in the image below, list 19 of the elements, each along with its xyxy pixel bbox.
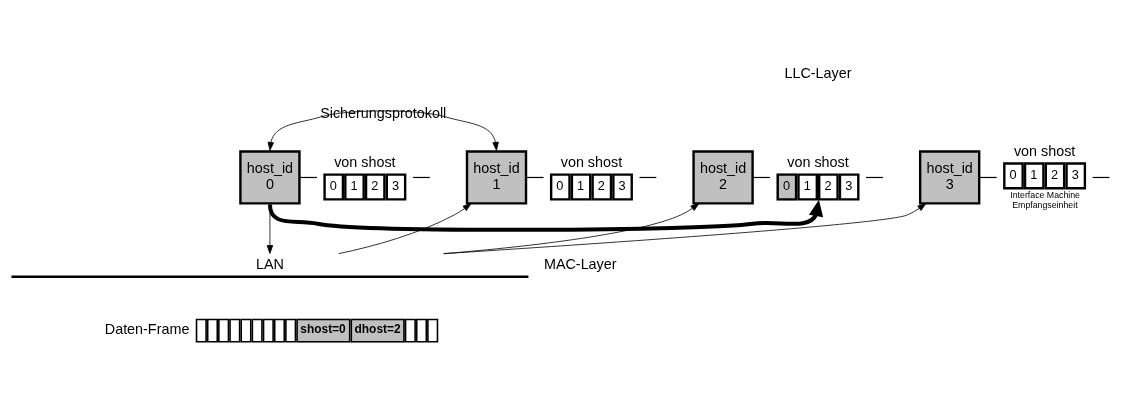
arrow: [338, 202, 472, 254]
node-text: LAN: [255, 255, 284, 272]
node-label: von shost: [334, 153, 396, 170]
node-label: Interface Machine Empfangseinheit: [1010, 189, 1080, 210]
edge-label: Sicherungsprotokoll: [320, 104, 447, 121]
arrow: [267, 110, 499, 151]
node-box: host_id 0: [239, 149, 301, 205]
node-label: von shost: [1013, 142, 1076, 159]
arrow: [267, 199, 824, 232]
arrow: [266, 202, 274, 254]
node-box: host_id 1: [465, 149, 528, 205]
arrow: [443, 202, 927, 254]
node-label: von shost: [787, 153, 849, 170]
label: LLC-Layer: [784, 64, 852, 81]
node-label: von shost: [560, 153, 623, 170]
label: MAC-Layer: [543, 255, 617, 272]
node-label: Daten-Frame: [104, 320, 190, 337]
node-box: host_id 3: [918, 149, 981, 205]
node-box: host_id 2: [692, 149, 754, 205]
